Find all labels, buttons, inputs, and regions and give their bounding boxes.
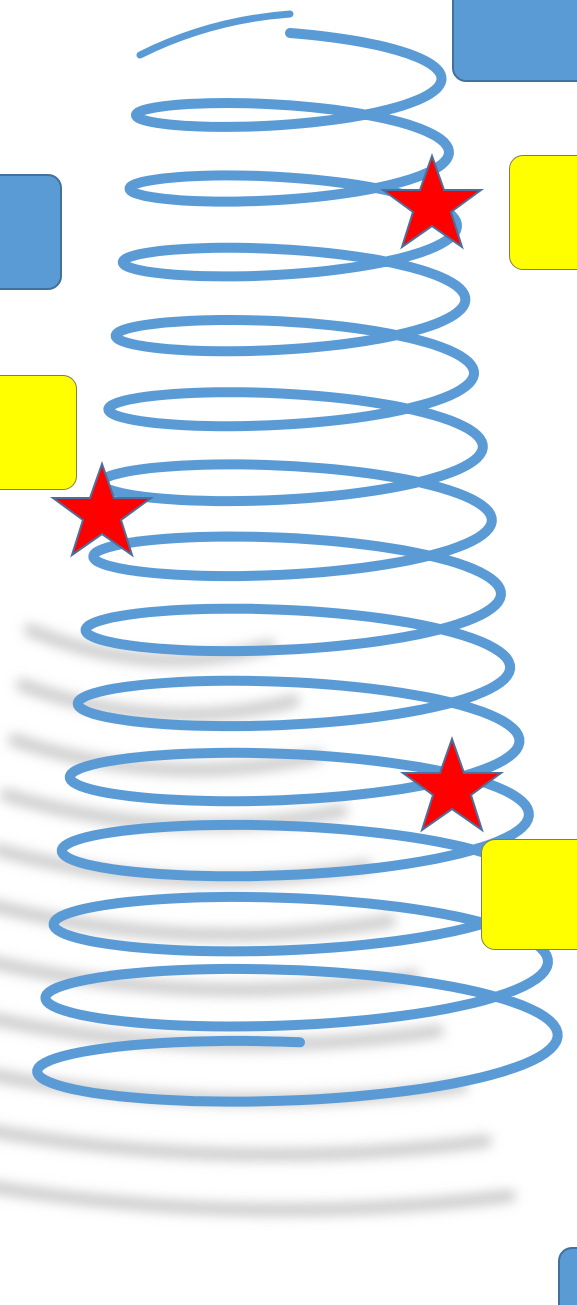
spring-shadow <box>0 630 510 1210</box>
top-right-label-box: С <box>452 0 577 82</box>
spring-stroke <box>37 33 557 1102</box>
yellow-right-upper-box <box>509 155 577 270</box>
yellow-left-box <box>0 375 77 490</box>
left-upper-label-box <box>0 174 62 290</box>
yellow-right-lower-box <box>481 839 577 950</box>
spring-tail <box>140 14 290 55</box>
shadow-stroke <box>22 685 294 715</box>
shadow-stroke <box>0 1180 510 1210</box>
spring-coil <box>37 14 557 1102</box>
shadow-stroke <box>0 1125 486 1155</box>
star-icon <box>403 739 501 830</box>
star-icon <box>383 156 481 247</box>
bottom-right-label-box <box>558 1247 577 1305</box>
